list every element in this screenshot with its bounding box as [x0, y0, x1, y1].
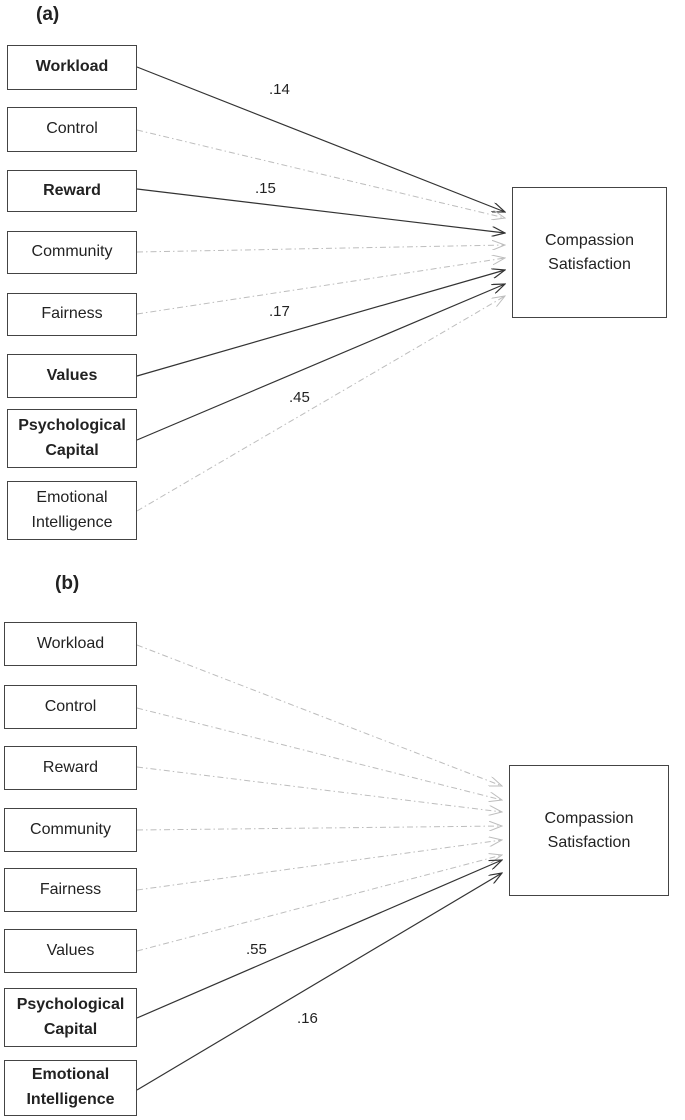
path-a-community — [136, 245, 505, 253]
coefficient-a-reward: .15 — [255, 180, 276, 197]
predictor-b-psychological-capital: Psychological Capital — [4, 988, 137, 1047]
predictor-b-values: Values — [4, 929, 137, 973]
predictor-b-emotional-intelligence: Emotional Intelligence — [4, 1060, 137, 1116]
path-a-control — [136, 129, 505, 218]
predictor-a-workload: Workload — [7, 45, 137, 90]
coefficient-a-values: .17 — [269, 303, 290, 320]
path-a-values — [136, 270, 505, 377]
outcome-b-label: Compassion Satisfaction — [544, 809, 634, 851]
path-b-control — [136, 707, 502, 800]
predictor-a-psychological-capital: Psychological Capital — [7, 409, 137, 468]
panel-b-label: (b) — [55, 573, 80, 594]
path-a-emotional-intelligence — [136, 296, 505, 512]
path-b-values — [136, 855, 502, 952]
predictor-b-workload: Workload — [4, 622, 137, 666]
coefficient-b-psychological-capital: .55 — [246, 941, 267, 958]
predictor-b-fairness: Fairness — [4, 868, 137, 912]
predictor-a-reward: Reward — [7, 170, 137, 212]
path-b-emotional-intelligence — [136, 873, 502, 1091]
predictor-a-fairness: Fairness — [7, 293, 137, 336]
path-a-psychological-capital — [136, 284, 505, 441]
coefficient-b-emotional-intelligence: .16 — [297, 1010, 318, 1027]
panel-a-label: (a) — [36, 4, 60, 25]
predictor-b-control: Control — [4, 685, 137, 729]
coefficient-a-psychological-capital: .45 — [289, 389, 310, 406]
predictor-a-emotional-intelligence: Emotional Intelligence — [7, 481, 137, 540]
outcome-a-label: Compassion Satisfaction — [545, 231, 634, 273]
path-a-workload — [136, 66, 505, 212]
path-b-fairness — [136, 840, 502, 891]
predictor-a-community: Community — [7, 231, 137, 274]
path-b-psychological-capital — [136, 860, 502, 1019]
path-a-reward — [136, 188, 505, 233]
predictor-b-reward: Reward — [4, 746, 137, 790]
predictor-b-community: Community — [4, 808, 137, 852]
coefficient-a-workload: .14 — [269, 81, 290, 98]
path-b-reward — [136, 766, 502, 812]
predictor-a-values: Values — [7, 354, 137, 398]
path-b-community — [136, 826, 502, 830]
outcome-a-compassion-satisfaction: Compassion Satisfaction — [512, 187, 667, 318]
path-b-workload — [136, 644, 502, 786]
outcome-b-compassion-satisfaction: Compassion Satisfaction — [509, 765, 669, 896]
predictor-a-control: Control — [7, 107, 137, 152]
